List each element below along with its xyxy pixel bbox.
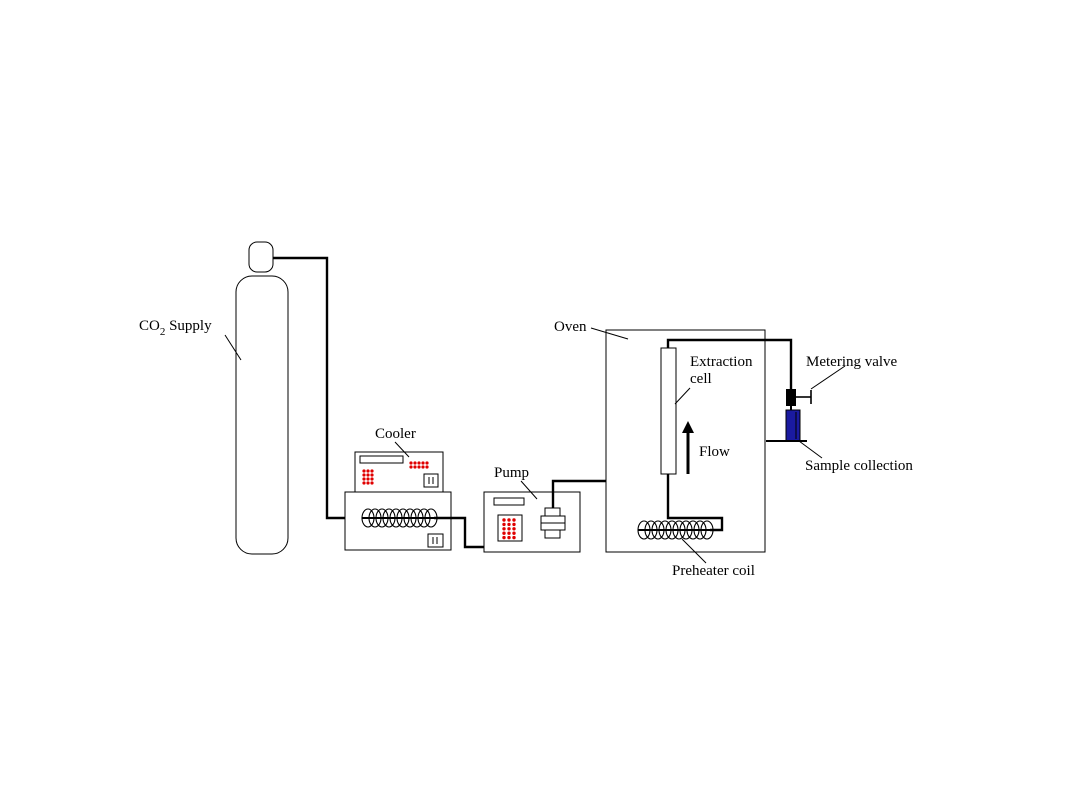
keypad-button: [425, 461, 429, 465]
preheater-coil-label: Preheater coil: [672, 563, 755, 579]
keypad-button: [507, 535, 511, 540]
oven-label: Oven: [554, 319, 587, 335]
leader-oven: [590, 327, 629, 340]
sample-vial: [785, 409, 801, 442]
keypad-button: [370, 473, 374, 477]
keypad-button: [370, 477, 374, 481]
metering-valve-icon: [786, 389, 812, 412]
oven: [605, 329, 793, 553]
leader-pump: [520, 480, 538, 500]
keypad-button: [362, 481, 366, 485]
keypad-button: [370, 481, 374, 485]
leader-preheater: [681, 538, 707, 564]
pump-label: Pump: [494, 465, 529, 481]
extraction-cell-label-line1: Extraction: [690, 354, 753, 370]
keypad-button: [366, 477, 370, 481]
cooler-keypad-left: [362, 469, 374, 485]
metering-valve-label: Metering valve: [806, 354, 898, 370]
cooler-display: [359, 455, 404, 464]
cooler-keypad-right: [409, 461, 429, 469]
keypad-button: [421, 465, 425, 469]
keypad-button: [409, 461, 413, 465]
keypad-button: [507, 522, 511, 527]
keypad-button: [502, 535, 506, 540]
pump-keypad: [502, 518, 516, 540]
cooler-unit: [344, 451, 452, 551]
keypad-button: [362, 469, 366, 473]
keypad-button: [421, 461, 425, 465]
arrow-up-icon: [682, 421, 694, 474]
keypad-button: [512, 527, 516, 531]
keypad-button: [425, 465, 429, 469]
keypad-button: [502, 531, 506, 535]
keypad-button: [370, 469, 374, 473]
keypad-button: [502, 518, 506, 522]
leader-co2: [224, 334, 242, 361]
cooler-bottom-switch: [427, 533, 444, 548]
co2-supply-label: CO2 Supply: [139, 318, 212, 338]
keypad-button: [507, 531, 511, 535]
cylinder-cap: [248, 241, 274, 273]
keypad-button: [507, 518, 511, 522]
keypad-button: [413, 465, 417, 469]
keypad-button: [366, 481, 370, 485]
keypad-button: [502, 522, 506, 527]
cylinder-body: [235, 275, 289, 555]
keypad-button: [409, 465, 413, 469]
cooler-switch: [423, 473, 439, 488]
keypad-button: [502, 527, 506, 531]
leader-cooler: [394, 441, 410, 458]
pump-head: [540, 507, 566, 539]
keypad-button: [413, 461, 417, 465]
keypad-button: [362, 477, 366, 481]
cooler-coil: [361, 508, 438, 528]
pump-display: [493, 497, 525, 506]
leader-extraction: [674, 387, 691, 405]
keypad-button: [366, 469, 370, 473]
keypad-button: [512, 518, 516, 522]
leader-sample: [798, 440, 823, 459]
pipe-cell-to-valve: [666, 338, 793, 389]
keypad-button: [417, 461, 421, 465]
sample-collection-label: Sample collection: [805, 458, 913, 474]
pipe-preheater-to-cell: [666, 474, 724, 532]
flow-label: Flow: [699, 444, 730, 460]
preheater-coil: [637, 520, 714, 540]
keypad-button: [512, 531, 516, 535]
keypad-button: [507, 527, 511, 531]
leader-valve: [810, 365, 846, 390]
keypad-button: [366, 473, 370, 477]
cooler-label: Cooler: [375, 426, 416, 442]
co2-cylinder: [235, 241, 289, 555]
keypad-button: [362, 473, 366, 477]
oven-box: [605, 329, 766, 553]
extraction-cell: [660, 347, 677, 475]
keypad-button: [512, 522, 516, 527]
keypad-button: [417, 465, 421, 469]
extraction-cell-label-line2: cell: [690, 371, 712, 387]
pump-unit: [483, 491, 581, 553]
keypad-button: [512, 535, 516, 540]
sample-collection-vial: [766, 409, 807, 442]
